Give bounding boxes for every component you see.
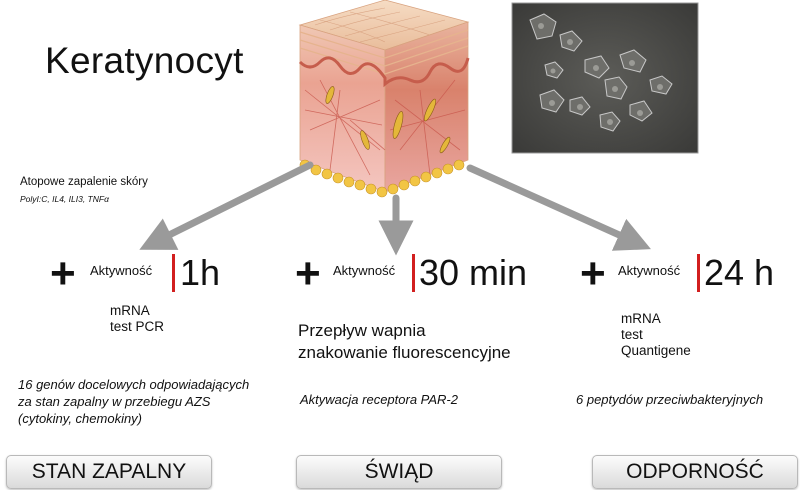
condition-name: Atopowe zapalenie skóry (20, 176, 148, 188)
note-line: 6 peptydów przeciwbakteryjnych (576, 392, 764, 407)
arrow-right (466, 164, 651, 251)
activity-label: Aktywność (90, 263, 153, 278)
diagram-title: Keratynocyt (45, 40, 244, 81)
method-line: Quantigene (621, 343, 691, 358)
keratinocyte-micrograph (511, 2, 699, 154)
activity-label: Aktywność (333, 263, 396, 278)
accent-bar (697, 254, 700, 292)
note-line: (cytokiny, chemokiny) (18, 411, 143, 426)
method-line: znakowanie fluorescencyjne (298, 343, 511, 362)
note-line: Aktywacja receptora PAR-2 (300, 392, 458, 407)
plus-icon: + (295, 249, 321, 298)
arrow-left (139, 161, 314, 250)
plus-icon: + (580, 249, 606, 298)
arrows (139, 161, 651, 256)
accent-bar (172, 254, 175, 292)
accent-bar (412, 254, 415, 292)
method-line: Przepływ wapnia (298, 321, 426, 340)
method-line: test PCR (110, 319, 165, 334)
time-label: 1h (180, 252, 221, 293)
condition-stimuli: PolyI:C, IL4, ILI3, TNFα (20, 194, 109, 204)
skin-cross-section-illustration (298, 0, 470, 198)
swiad-button[interactable]: ŚWIĄD (296, 455, 502, 489)
method-line: mRNA (621, 311, 661, 326)
activity-label: Aktywność (618, 263, 681, 278)
method-line: mRNA (110, 303, 150, 318)
time-label: 24 h (704, 252, 775, 293)
plus-icon: + (50, 249, 76, 298)
odpornosc-button[interactable]: ODPORNOŚĆ (592, 455, 798, 489)
method-line: test (621, 327, 643, 342)
time-label: 30 min (419, 252, 528, 293)
note-line: 16 genów docelowych odpowiadających (18, 377, 250, 392)
note-line: za stan zapalny w przebiegu AZS (18, 394, 211, 409)
stan-zapalny-button[interactable]: STAN ZAPALNY (6, 455, 212, 489)
